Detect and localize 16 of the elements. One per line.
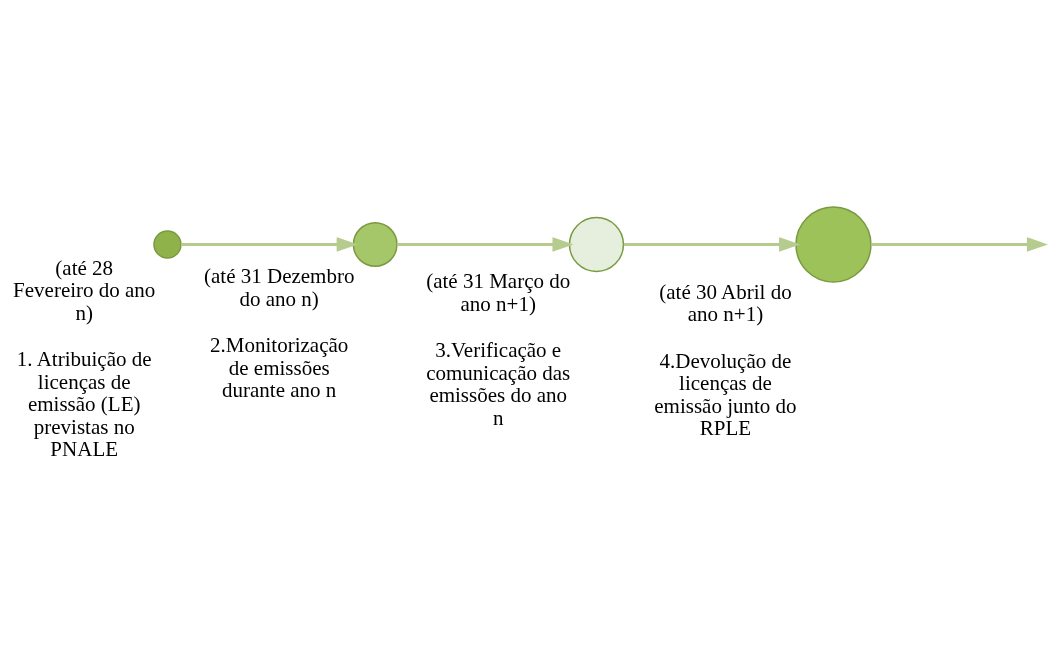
arrow <box>623 236 801 252</box>
node-label: (até 28 Fevereiro do ano n) <box>13 255 156 325</box>
node-label: 4.Devolução de licenças de emissão junto do RPLE <box>654 348 797 440</box>
node-label: (até 31 Dezembro do ano n) <box>203 263 355 311</box>
node-circle <box>352 221 398 267</box>
node-label: (até 30 Abril do ano n+1) <box>659 279 792 326</box>
node-label: 1. Atribuição de licenças de emissão (LE) previstas no PNALE <box>16 346 152 461</box>
node-circle <box>153 229 182 259</box>
node-label: (até 31 Março do ano n+1) <box>426 268 571 316</box>
node-label: 3.Verificação e comunicação das emissões do ano n <box>426 337 571 430</box>
arrow <box>397 236 574 252</box>
node-label: 2.Monitorização de emissões durante ano n <box>210 332 349 402</box>
node-circle <box>568 216 625 272</box>
arrow <box>181 236 358 252</box>
node-circle <box>795 205 872 283</box>
arrow <box>871 236 1048 252</box>
